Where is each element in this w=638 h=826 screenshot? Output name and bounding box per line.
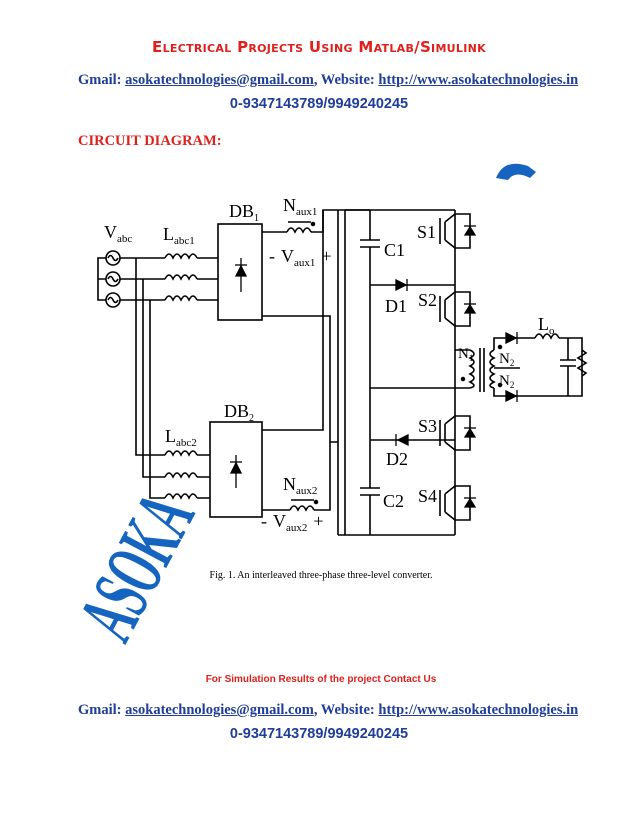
label-n2-top: N2 (499, 351, 514, 368)
label-vaux2: -Vaux2+ (261, 511, 324, 534)
label-s2: S2 (418, 290, 437, 310)
label-labc2: Labc2 (165, 426, 197, 449)
simulation-note: For Simulation Results of the project Co… (205, 674, 437, 685)
label-naux2: Naux2 (283, 474, 317, 497)
watermark-text: ASOKA (61, 479, 212, 654)
label-s1: S1 (417, 222, 436, 242)
email-link[interactable]: asokatechnologies@gmail.com (125, 72, 314, 88)
header-contact-line: Gmail: asokatechnologies@gmail.com, Webs… (78, 72, 578, 89)
label-n1: N1 (458, 346, 473, 363)
website-link[interactable]: http://www.asokatechnologies.in (378, 702, 579, 718)
page-title: Electrical Projects Using Matlab/Simulin… (152, 38, 486, 56)
label-d1: D1 (385, 296, 407, 316)
db1-box (217, 223, 263, 321)
header-phone: 0-9347143789/9949240245 (229, 96, 409, 112)
label-vaux1: -Vaux1+ (269, 246, 332, 269)
label-db1: DB1 (229, 201, 259, 224)
gmail-label: Gmail: (78, 702, 122, 718)
label-c2: C2 (383, 491, 404, 511)
label-c1: C1 (384, 240, 405, 260)
db2-box (209, 421, 263, 518)
label-s4: S4 (418, 486, 437, 506)
label-s3: S3 (418, 416, 437, 436)
label-lo: Lo (538, 314, 555, 337)
website-label: , Website: (313, 702, 375, 718)
label-labc1: Labc1 (163, 224, 195, 247)
website-label: , Website: (313, 72, 375, 88)
ac-source-group (97, 250, 121, 308)
gmail-label: Gmail: (78, 72, 122, 88)
figure-caption: Fig. 1. An interleaved three-phase three… (209, 570, 433, 581)
website-link[interactable]: http://www.asokatechnologies.in (378, 72, 579, 88)
label-naux1: Naux1 (283, 195, 317, 218)
email-link[interactable]: asokatechnologies@gmail.com (125, 702, 314, 718)
label-n2-bottom: N2 (499, 373, 514, 390)
label-db2: DB2 (224, 401, 254, 424)
footer-phone: 0-9347143789/9949240245 (229, 726, 409, 742)
label-d2: D2 (386, 449, 408, 469)
footer-contact-line: Gmail: asokatechnologies@gmail.com, Webs… (78, 702, 578, 719)
label-vabc: Vabc (104, 222, 132, 245)
section-heading: CIRCUIT DIAGRAM: (78, 133, 222, 149)
